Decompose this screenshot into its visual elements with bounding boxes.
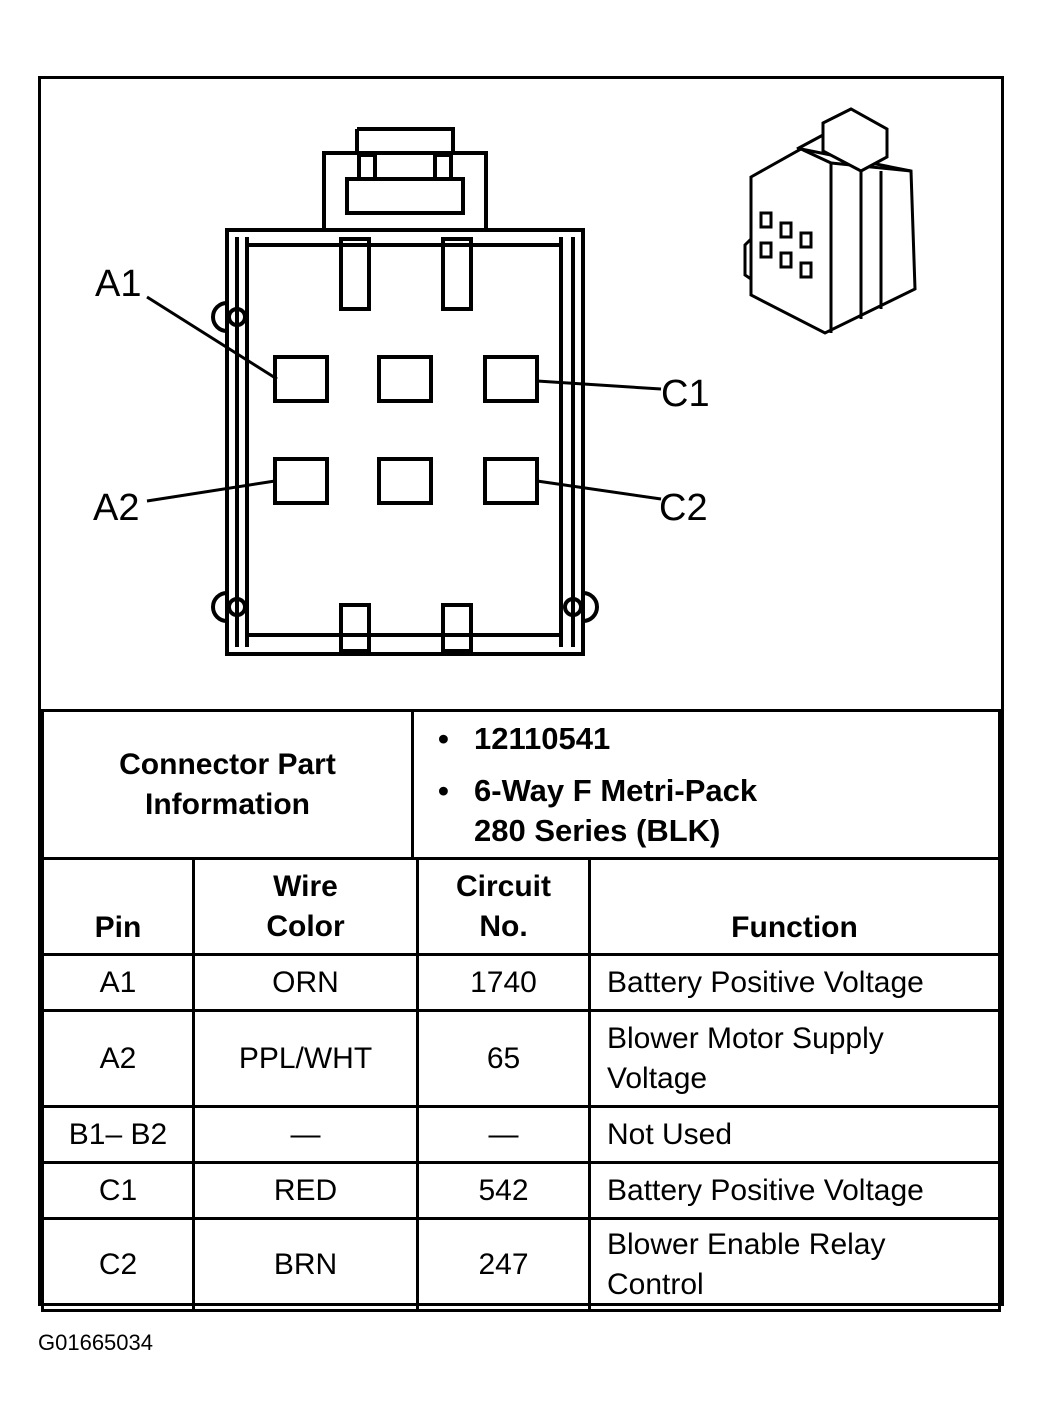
table-row: A2 PPL/WHT 65 Blower Motor Supply Voltag… [41,1009,1001,1108]
connector-iso-view [743,107,917,335]
leader-c1 [536,379,662,391]
part-number: • 12110541 [438,720,611,756]
header-circuit-no: Circuit No. [416,857,591,956]
part-description: • 6-Way F Metri-Pack 280 Series (BLK) [438,772,758,848]
label-a1: A1 [95,263,142,305]
header-function: Function [588,857,1001,956]
header-wire-color: Wire Color [192,857,419,956]
leader-a2 [146,479,276,503]
table-row: B1– B2 — — Not Used [41,1105,1001,1164]
label-c2: C2 [659,487,708,529]
label-a2: A2 [93,487,140,529]
info-values-cell: • 12110541 • 6-Way F Metri-Pack 280 Seri… [411,709,1001,860]
figure-id: G01665034 [38,1330,153,1355]
pin-table: Pin Wire Color Circuit No. Function A1 O… [41,857,1001,1312]
leader-a1 [146,295,278,381]
label-c1: C1 [661,373,710,415]
connector-diagram [146,107,917,656]
connector-body [225,228,585,656]
leader-c2 [536,479,662,501]
info-heading: Connector Part Information [119,747,336,821]
table-row: A1 ORN 1740 Battery Positive Voltage [41,953,1001,1012]
info-heading-cell: Connector Part Information [41,709,414,860]
part-number-list: • 12110541 • 6-Way F Metri-Pack 280 Seri… [414,719,998,851]
table-row: C2 BRN 247 Blower Enable Relay Control [41,1217,1001,1312]
header-pin: Pin [41,857,195,956]
connector-latch [322,151,488,237]
figure-frame: A1 A2 C1 C2 Connector Part Information •… [38,76,1004,1312]
cavity-b2 [377,457,433,505]
pin-table-header: Pin Wire Color Circuit No. Function [41,857,1001,956]
table-row: C1 RED 542 Battery Positive Voltage [41,1161,1001,1220]
connector-part-info: Connector Part Information • 12110541 • … [41,709,1001,860]
cavity-c1 [483,355,539,403]
cavity-b1 [377,355,433,403]
